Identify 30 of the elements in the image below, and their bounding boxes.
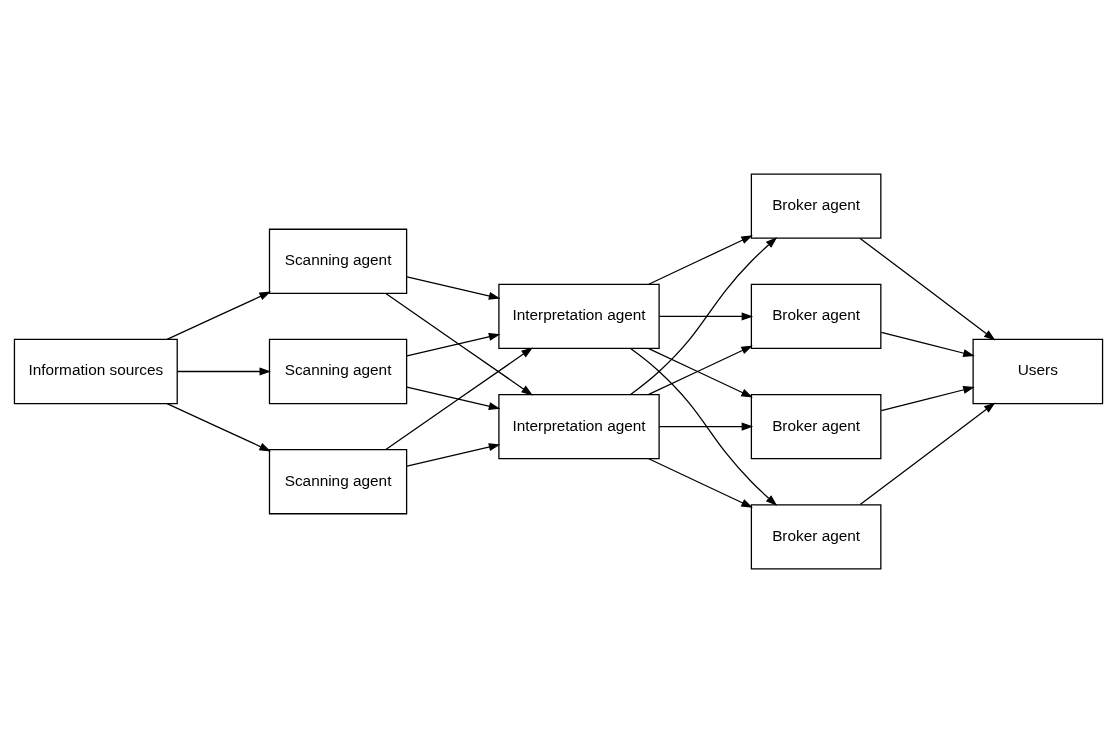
node-box: Broker agent [750,393,882,460]
node-box: Broker agent [750,504,882,570]
arrow [406,443,501,467]
arrow [166,291,271,340]
node-box: Broker agent [750,173,882,239]
arrow [880,385,975,412]
node-box: Broker agent [750,283,882,350]
arrow [406,276,501,300]
node-box: Users [972,338,1104,405]
arrow [629,237,778,396]
node-box: Interpretation agent [498,283,660,350]
arrow [859,237,996,341]
arrow [859,402,996,506]
arrow [385,292,533,396]
arrow [406,332,501,357]
node-box: Scanning agent [268,449,408,515]
arrow [658,312,754,321]
arrow [385,347,533,451]
arrow [880,331,975,358]
arrow [648,235,753,285]
arrow [406,386,501,411]
arrow [166,403,271,452]
node-box: Information sources [13,338,178,405]
arrow [629,347,778,506]
node-box: Interpretation agent [498,393,660,460]
node-box: Scanning agent [268,338,408,405]
arrow [648,458,753,508]
arrow [658,422,754,431]
node-box: Scanning agent [268,228,408,294]
arrow [176,367,272,376]
